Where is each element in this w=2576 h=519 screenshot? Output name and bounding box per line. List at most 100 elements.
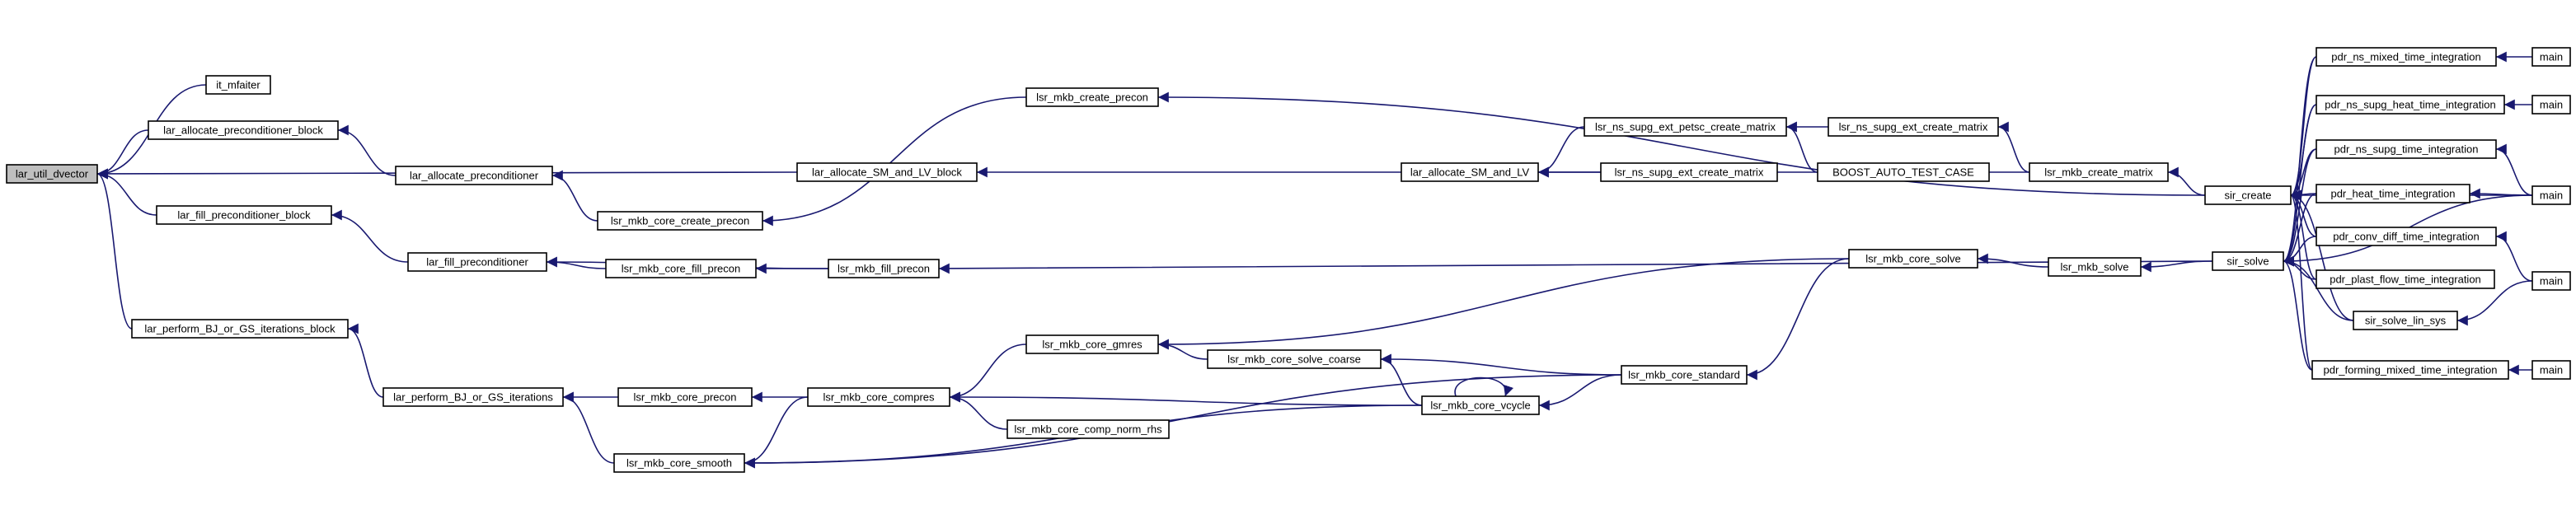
node-label: lar_util_dvector: [16, 168, 89, 180]
function-node[interactable]: main: [2531, 360, 2571, 380]
node-box: [6, 164, 98, 184]
function-node[interactable]: lsr_mkb_core_smooth: [613, 453, 745, 473]
function-node[interactable]: pdr_ns_supg_time_integration: [2316, 139, 2497, 159]
node-label: pdr_ns_supg_time_integration: [2334, 143, 2479, 156]
function-node[interactable]: main: [2531, 185, 2571, 205]
function-node[interactable]: lsr_mkb_create_precon: [1025, 87, 1159, 107]
node-label: lar_perform_BJ_or_GS_iterations: [393, 391, 553, 404]
node-label: pdr_heat_time_integration: [2330, 188, 2455, 200]
function-node[interactable]: lsr_mkb_core_precon: [617, 387, 753, 407]
node-label: sir_solve: [2226, 255, 2269, 268]
function-node[interactable]: lsr_mkb_fill_precon: [828, 259, 940, 278]
function-node[interactable]: lar_perform_BJ_or_GS_iterations: [382, 387, 564, 407]
node-box: [131, 319, 349, 339]
node-label: lsr_mkb_core_solve_coarse: [1227, 353, 1361, 366]
call-edge: [949, 391, 1008, 430]
function-node[interactable]: sir_solve: [2212, 251, 2284, 271]
call-edge: [2167, 166, 2206, 196]
node-label: sir_solve_lin_sys: [2365, 315, 2447, 327]
call-edge: [1538, 374, 1622, 411]
root-function-node[interactable]: lar_util_dvector: [6, 164, 98, 184]
node-box: [2316, 227, 2497, 246]
function-node[interactable]: lsr_mkb_core_gmres: [1025, 334, 1159, 354]
call-edge: [2495, 231, 2533, 282]
node-box: [1600, 162, 1778, 182]
node-box: [2316, 269, 2495, 289]
function-node[interactable]: lsr_mkb_core_comp_norm_rhs: [1006, 419, 1170, 439]
function-node[interactable]: pdr_plast_flow_time_integration: [2316, 269, 2495, 289]
function-node[interactable]: pdr_heat_time_integration: [2316, 184, 2470, 203]
node-box: [2048, 257, 2142, 277]
node-label: lar_allocate_SM_and_LV: [1410, 166, 1530, 179]
call-edge: [1537, 126, 1585, 178]
node-label: lsr_mkb_core_comp_norm_rhs: [1014, 423, 1162, 436]
call-edge: [1746, 258, 1850, 381]
function-node[interactable]: pdr_forming_mixed_time_integration: [2311, 360, 2509, 380]
function-node[interactable]: lsr_ns_supg_ext_create_matrix: [1600, 162, 1778, 182]
function-node[interactable]: lar_perform_BJ_or_GS_iterations_block: [131, 319, 349, 339]
function-node[interactable]: it_mfaiter: [205, 75, 271, 95]
node-box: [1817, 162, 1990, 182]
function-node[interactable]: lar_fill_preconditioner: [407, 252, 547, 272]
function-node[interactable]: pdr_ns_mixed_time_integration: [2316, 47, 2497, 67]
node-box: [2316, 95, 2505, 115]
function-node[interactable]: lsr_mkb_core_fill_precon: [605, 259, 757, 278]
node-label: lsr_mkb_core_gmres: [1042, 339, 1143, 351]
function-node[interactable]: sir_create: [2204, 185, 2292, 205]
call-edge: [2495, 143, 2533, 196]
function-node[interactable]: lsr_mkb_core_solve: [1848, 249, 1978, 269]
function-node[interactable]: main: [2531, 271, 2571, 291]
function-node[interactable]: lsr_mkb_core_compres: [807, 387, 950, 407]
function-node[interactable]: lsr_mkb_core_solve_coarse: [1207, 349, 1382, 369]
function-node[interactable]: lsr_ns_supg_ext_create_matrix: [1828, 117, 1999, 137]
node-box: [1421, 395, 1540, 415]
node-label: lsr_mkb_core_fill_precon: [622, 263, 741, 275]
node-box: [597, 211, 763, 231]
call-edge: [1977, 253, 2049, 268]
node-box: [407, 252, 547, 272]
function-node[interactable]: lar_allocate_preconditioner_block: [148, 120, 339, 140]
function-node[interactable]: lar_allocate_SM_and_LV: [1401, 162, 1539, 182]
node-box: [613, 453, 745, 473]
node-label: sir_create: [2224, 189, 2271, 202]
node-box: [2353, 311, 2458, 330]
node-box: [2531, 185, 2571, 205]
function-node[interactable]: main: [2531, 95, 2571, 115]
call-edge: [347, 323, 384, 398]
call-edge: [1785, 121, 1818, 173]
node-label: pdr_forming_mixed_time_integration: [2323, 364, 2497, 376]
node-label: pdr_plast_flow_time_integration: [2330, 274, 2481, 286]
function-node[interactable]: lsr_mkb_core_vcycle: [1421, 395, 1540, 415]
function-node[interactable]: lsr_mkb_core_create_precon: [597, 211, 763, 231]
node-label: lsr_mkb_create_precon: [1036, 91, 1148, 104]
node-box: [156, 205, 332, 225]
function-node[interactable]: BOOST_AUTO_TEST_CASE: [1817, 162, 1990, 182]
function-node[interactable]: pdr_conv_diff_time_integration: [2316, 227, 2497, 246]
call-edge: [2290, 148, 2317, 201]
function-node[interactable]: main: [2531, 47, 2571, 67]
function-node[interactable]: lar_fill_preconditioner_block: [156, 205, 332, 225]
node-box: [2531, 360, 2571, 380]
function-node[interactable]: lsr_ns_supg_ext_petsc_create_matrix: [1584, 117, 1787, 137]
function-node[interactable]: lar_allocate_SM_and_LV_block: [796, 162, 978, 182]
function-node[interactable]: lsr_mkb_core_standard: [1621, 365, 1748, 385]
function-node[interactable]: sir_solve_lin_sys: [2353, 311, 2458, 330]
call-edge: [2290, 189, 2313, 371]
node-box: [1207, 349, 1382, 369]
node-label: lsr_mkb_core_standard: [1628, 369, 1740, 381]
function-node[interactable]: lsr_mkb_create_matrix: [2029, 162, 2169, 182]
node-label: main: [2540, 364, 2563, 376]
call-edge: [762, 96, 1027, 227]
node-label: lar_perform_BJ_or_GS_iterations_block: [144, 323, 335, 335]
function-node[interactable]: lsr_mkb_solve: [2048, 257, 2142, 277]
node-box: [1828, 117, 1999, 137]
function-node[interactable]: lar_allocate_preconditioner: [395, 166, 553, 185]
nodes-layer: lar_util_dvector it_mfaiter lar_allocate_p…: [6, 47, 2571, 473]
function-node[interactable]: pdr_ns_supg_heat_time_integration: [2316, 95, 2505, 115]
node-label: main: [2540, 99, 2563, 111]
call-edge: [2283, 255, 2354, 321]
call-edge: [949, 391, 1423, 406]
call-edge: [2283, 104, 2317, 267]
node-label: lsr_mkb_fill_precon: [838, 263, 930, 275]
